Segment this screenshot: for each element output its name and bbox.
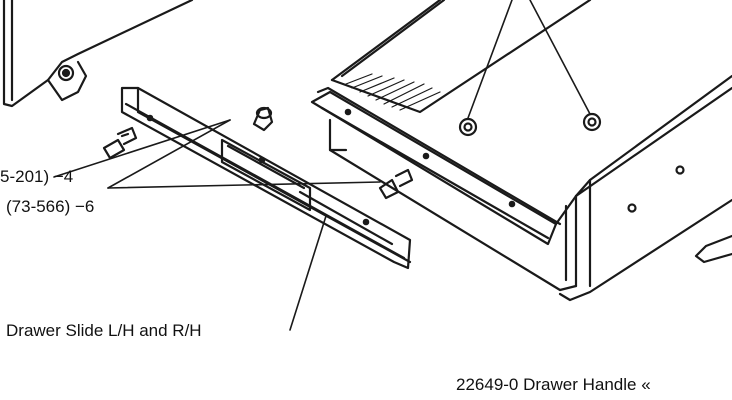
callout-leaders	[53, 119, 381, 331]
nut-leaders	[467, 0, 591, 119]
nut-right	[582, 112, 602, 132]
screw-left	[102, 126, 138, 160]
nut-left	[458, 117, 478, 137]
drawer-handle	[694, 234, 732, 264]
drawer-slide	[120, 86, 412, 270]
handle-part-label: 22649-0 Drawer Handle «	[456, 375, 651, 394]
callout-nut-label: (73-566) −6	[6, 197, 94, 216]
slide-part-label: Drawer Slide L/H and R/H	[6, 321, 202, 340]
drawer-body	[310, 0, 732, 302]
callout-screw-label: 5-201) −4	[0, 167, 73, 186]
screw-top	[252, 106, 274, 132]
cabinet-side-panel	[2, 0, 194, 108]
